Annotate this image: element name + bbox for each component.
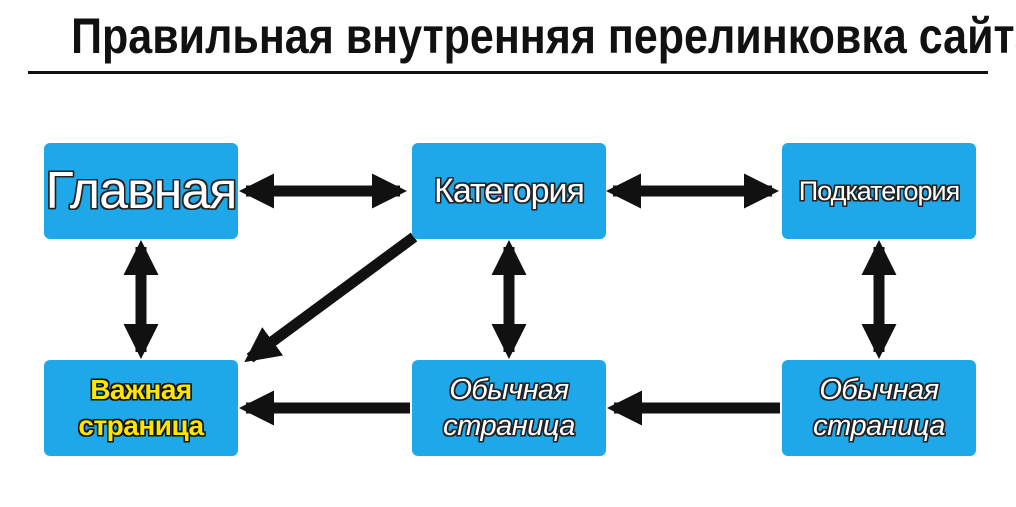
node-home-label: Главная	[45, 162, 238, 220]
node-category: Категория	[412, 143, 606, 239]
node-important-page-label: Важная страница	[78, 374, 204, 441]
node-regular-page-1: Обычная страница	[412, 360, 606, 456]
node-subcategory-label: Подкатегория	[798, 175, 960, 206]
node-regular-page-2: Обычная страница	[782, 360, 976, 456]
node-regular-page-1-label: Обычная страница	[443, 374, 575, 442]
node-category-label: Категория	[434, 171, 585, 210]
node-regular-page-2-label: Обычная страница	[813, 374, 945, 442]
diagram-title: Правильная внутренняя перелинковка сайта	[71, 8, 1016, 64]
node-subcategory: Подкатегория	[782, 143, 976, 239]
node-important-page: Важная страница	[44, 360, 238, 456]
node-home: Главная	[44, 143, 238, 239]
arrow-category-important	[244, 232, 418, 363]
title-underline	[28, 71, 988, 74]
